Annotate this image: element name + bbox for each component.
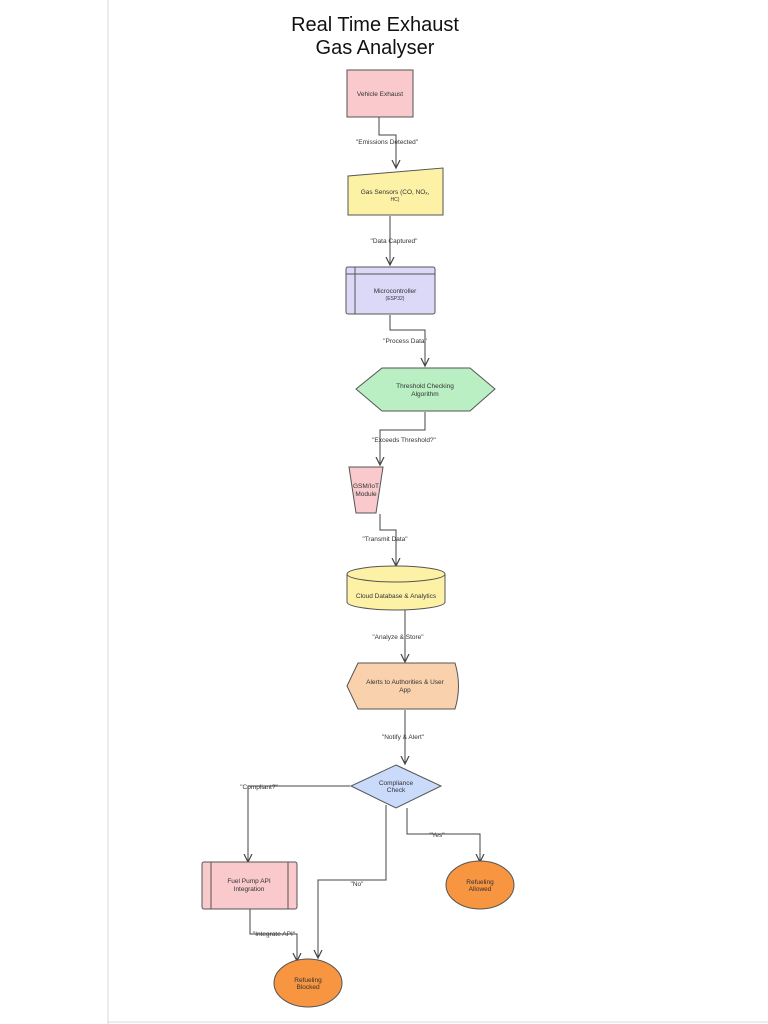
alerts-sublabel: App (399, 687, 411, 694)
label-notify-alert: "Notify & Alert" (382, 734, 425, 741)
label-exceeds-threshold: "Exceeds Threshold?" (372, 437, 436, 444)
cloud-database-label: Cloud Database & Analytics (356, 593, 437, 600)
threshold-checking-label: Threshold Checking (396, 383, 454, 390)
cloud-database-shape (346, 574, 446, 611)
microcontroller-label: Microcontroller (374, 288, 417, 295)
compliance-check-sublabel: Check (387, 787, 406, 794)
connectors (248, 117, 480, 961)
node-gsm-iot-module: GSM/IoT Module (348, 466, 384, 514)
gas-sensors-sublabel: HC) (391, 197, 400, 203)
node-threshold-checking: Threshold Checking Algorithm (355, 367, 496, 412)
edge-no (318, 805, 387, 958)
refueling-blocked-label: Refueling (294, 977, 322, 984)
compliance-check-label: Compliance (379, 780, 414, 787)
label-analyze-store: "Analyze & Store" (372, 634, 424, 641)
vehicle-exhaust-shape (346, 69, 414, 118)
label-yes: "Yes" (429, 832, 445, 839)
edge-yes (406, 808, 480, 862)
node-refueling-blocked: Refueling Blocked (273, 958, 343, 1008)
diagram-title-line-2: Gas Analyser (315, 37, 435, 59)
gsm-iot-module-label: GSM/IoT (353, 483, 379, 490)
label-compliant: "Compliant?" (240, 784, 278, 791)
node-microcontroller: Microcontroller (ESP32) (345, 266, 436, 315)
microcontroller-sublabel: (ESP32) (386, 296, 405, 302)
fuel-pump-api-shape (201, 861, 298, 910)
edge-threshold-to-gsm (380, 412, 426, 465)
node-refueling-allowed: Refueling Allowed (445, 860, 515, 910)
label-transmit-data: "Transmit Data" (362, 536, 408, 543)
microcontroller-shape (345, 266, 436, 315)
compliance-check-shape (349, 764, 443, 809)
fuel-pump-api-sublabel: Integration (234, 886, 265, 893)
alerts-label: Alerts to Authorities & User (366, 679, 445, 686)
refueling-blocked-sublabel: Blocked (296, 984, 320, 991)
refueling-allowed-sublabel: Allowed (469, 886, 492, 893)
threshold-checking-sublabel: Algorithm (411, 391, 438, 398)
node-cloud-database: Cloud Database & Analytics (346, 565, 446, 611)
label-data-captured: "Data Captured" (371, 238, 419, 245)
alerts-shape (346, 662, 459, 710)
edge-gsm-to-cloud (379, 514, 396, 566)
gas-sensors-shape (347, 167, 444, 216)
gsm-iot-module-sublabel: Module (355, 491, 377, 498)
vehicle-exhaust-label: Vehicle Exhaust (357, 91, 403, 98)
node-alerts: Alerts to Authorities & User App (346, 662, 459, 710)
fuel-pump-api-label: Fuel Pump API (227, 878, 271, 885)
edge-micro-to-threshold (389, 315, 425, 366)
edge-labels: "Emissions Detected" "Data Captured" "Pr… (240, 139, 445, 938)
refueling-allowed-shape (445, 860, 515, 910)
node-compliance-check: Compliance Check (349, 764, 443, 809)
label-emissions-detected: "Emissions Detected" (356, 139, 419, 146)
node-fuel-pump-api: Fuel Pump API Integration (201, 861, 298, 910)
edge-integrate-api (249, 909, 297, 961)
label-process-data: "Process Data" (383, 338, 427, 345)
gsm-iot-module-shape (348, 466, 384, 514)
edge-vehicle-to-sensors (378, 117, 396, 168)
label-integrate-api: "Integrate API" (253, 931, 296, 938)
edge-compliant (248, 785, 350, 862)
refueling-allowed-label: Refueling (466, 879, 494, 886)
node-gas-sensors: Gas Sensors (CO, NOₓ, HC) (347, 167, 444, 216)
threshold-checking-shape (355, 367, 496, 412)
cloud-database-top (346, 565, 446, 583)
diagram-title-line-1: Real Time Exhaust (291, 14, 459, 36)
refueling-blocked-shape (273, 958, 343, 1008)
gas-sensors-label: Gas Sensors (CO, NOₓ, (361, 189, 430, 196)
node-vehicle-exhaust: Vehicle Exhaust (346, 69, 414, 118)
label-no: "No" (351, 881, 365, 888)
